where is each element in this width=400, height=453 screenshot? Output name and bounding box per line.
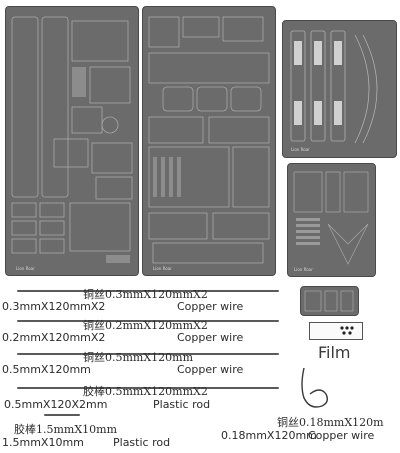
fret-brand-label: Lion Roar [16,266,35,271]
fret-brand-label: Lion Roar [153,266,172,271]
fret-parts-drawing [11,16,133,263]
fret-parts-drawing [148,16,270,264]
clear-film-sheet [309,322,363,340]
copper-wire-3-cn: 铜丝0.5mmX120mm [83,351,194,364]
copper-wire-coil [301,367,329,408]
plastic-rod-2-kind: Plastic rod [113,436,171,449]
copper-wire-strip-1 [17,290,279,292]
copper-wire-2-cn: 铜丝0.2mmX120mmX2 [83,319,208,332]
photo-etch-fret-large-left: Lion Roar [5,6,139,276]
plastic-rod-strip-1 [17,387,279,389]
copper-wire-4-size: 0.18mmX120mm [221,429,317,442]
plastic-rod-1-cn: 胶棒0.5mmX120mmX2 [83,385,208,398]
film-label: Film [318,343,351,362]
film-parts-drawing [340,326,354,335]
plastic-rod-strip-2 [44,414,80,416]
photo-etch-fret-lower-right: Lion Roar [287,163,376,277]
photo-etch-fret-top-right: Lion Roar [282,20,397,158]
fret-parts-drawing [290,30,378,144]
copper-wire-2-kind: Copper wire [177,331,244,344]
photo-etch-fret-center: Lion Roar [142,6,276,276]
copper-wire-1-size: 0.3mmX120mmX2 [2,300,106,313]
copper-wire-4-cn: 铜丝0.18mmX120m [277,416,384,429]
plastic-rod-1-kind: Plastic rod [153,398,211,411]
plastic-rod-1-size: 0.5mmX120X2mm [4,398,108,411]
copper-wire-3-kind: Copper wire [177,363,244,376]
copper-wire-strip-2 [17,320,279,322]
photo-etch-fret-small [300,286,359,316]
copper-wire-1-cn: 铜丝0.3mmX120mmX2 [83,288,208,301]
fret-brand-label: Lion Roar [294,267,313,272]
plastic-rod-2-size: 1.5mmX10mm [2,436,84,449]
copper-wire-2-size: 0.2mmX120mmX2 [2,331,106,344]
copper-wire-1-kind: Copper wire [177,300,244,313]
copper-wire-strip-3 [17,353,279,355]
copper-wire-4-kind: Copper wire [308,429,375,442]
fret-brand-label: Lion Roar [291,147,310,152]
fret-parts-drawing [304,290,354,312]
fret-parts-drawing [293,171,369,265]
plastic-rod-2-cn: 胶棒1.5mmX10mm [14,423,118,436]
copper-wire-3-size: 0.5mmX120mm [2,363,91,376]
